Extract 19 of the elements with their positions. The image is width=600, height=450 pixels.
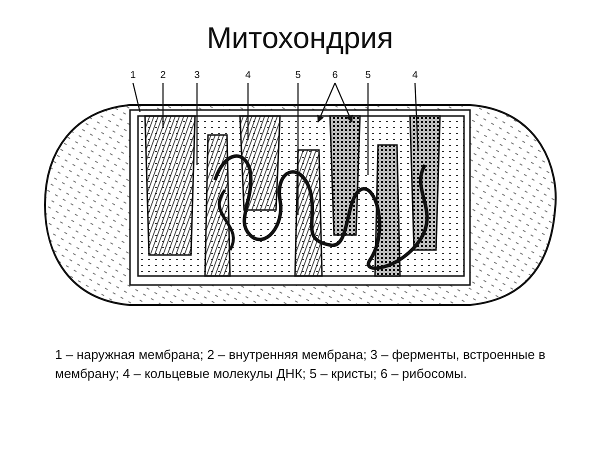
callout-number: 3 [192,70,202,82]
leader-line [132,82,141,112]
leader-line [367,83,369,175]
callout-number: 5 [293,70,303,82]
leader-line [317,82,336,123]
callout-number: 4 [410,70,420,82]
leader-line [247,83,249,140]
leader-line [414,82,419,150]
leader-line [162,83,164,128]
callout-number: 1 [128,70,138,82]
leader-line [196,83,198,165]
callout-number: 2 [158,70,168,82]
callout-number: 4 [243,70,253,82]
leader-line [297,83,299,215]
title: Митохондрия [206,22,394,56]
leader-line [334,82,353,123]
caption: 1 – наружная мембрана; 2 – внутренняя мембрана; 3 – ферменты, встроенные в мембрану; 4 – кольцевые молекулы ДНК; 5 – кристы; 6 – рибосомы. [55,346,546,383]
callout-number: 5 [363,70,373,82]
callout-number: 6 [330,70,340,82]
